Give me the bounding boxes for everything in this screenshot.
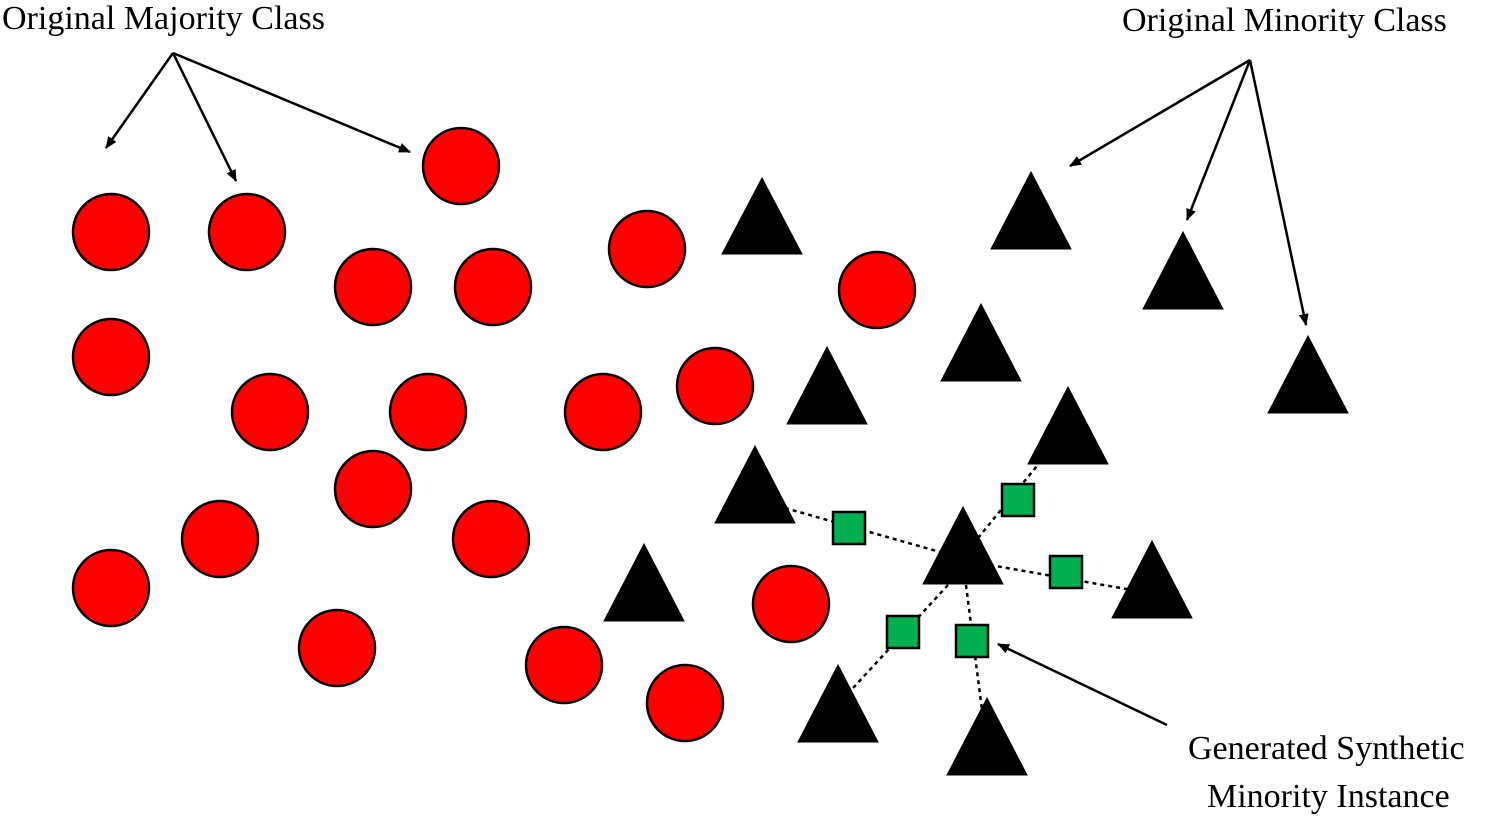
majority-point	[388, 372, 468, 452]
minority-point	[922, 505, 1004, 585]
majority-point	[563, 372, 643, 452]
majority-point	[207, 192, 287, 272]
arrow-minority-3	[1248, 59, 1309, 326]
majority-point	[451, 499, 531, 579]
majority-point	[837, 250, 917, 330]
synthetic-point	[1000, 482, 1036, 518]
minority-point	[1111, 539, 1193, 619]
majority-point	[71, 317, 151, 397]
minority-point	[946, 696, 1028, 776]
minority-point	[1027, 385, 1109, 465]
majority-point	[230, 372, 310, 452]
majority-point	[751, 564, 831, 644]
arrow-minority-2	[1185, 59, 1252, 221]
majority-point	[607, 209, 687, 289]
majority-point	[71, 548, 151, 628]
synthetic-point	[885, 614, 921, 650]
majority-point	[333, 247, 413, 327]
majority-point	[180, 499, 260, 579]
minority-point	[940, 302, 1022, 382]
majority-point	[71, 192, 151, 272]
arrow-majority-1	[104, 52, 175, 149]
majority-point	[675, 346, 755, 426]
majority-point	[333, 449, 413, 529]
majority-class-label: Original Majority Class	[2, 0, 325, 37]
majority-point	[524, 625, 604, 705]
synthetic-instance-label-line2: Minority Instance	[1207, 778, 1450, 815]
majority-point	[297, 608, 377, 688]
minority-point	[990, 170, 1072, 250]
minority-point	[1142, 230, 1224, 310]
arrow-synthetic	[997, 642, 1168, 727]
minority-point	[786, 345, 868, 425]
interpolation-line	[841, 584, 949, 701]
majority-point	[421, 126, 501, 206]
minority-point	[721, 176, 803, 255]
synthetic-points	[831, 482, 1084, 659]
minority-point	[714, 444, 796, 524]
majority-point	[453, 247, 533, 327]
majority-point	[645, 663, 725, 743]
minority-point	[1267, 334, 1349, 414]
minority-class-label: Original Minority Class	[1122, 2, 1447, 39]
synthetic-point	[831, 510, 867, 546]
synthetic-point	[954, 623, 990, 659]
annotation-arrows	[104, 51, 1309, 727]
arrow-majority-3	[172, 51, 411, 154]
arrow-majority-2	[171, 52, 238, 182]
minority-class-points	[603, 170, 1349, 776]
synthetic-point	[1048, 554, 1084, 590]
interpolation-line	[964, 584, 984, 711]
synthetic-instance-label-line1: Generated Synthetic	[1188, 730, 1465, 767]
arrow-minority-1	[1069, 58, 1251, 168]
majority-class-points	[71, 126, 917, 743]
minority-point	[797, 663, 879, 743]
minority-point	[603, 542, 685, 622]
